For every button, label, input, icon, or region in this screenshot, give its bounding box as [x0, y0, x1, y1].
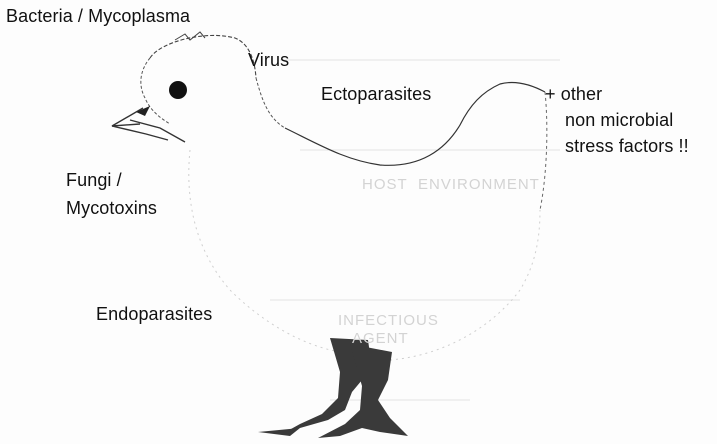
bleed-through-lines [270, 60, 560, 400]
label-other-line2: non microbial [565, 108, 673, 133]
ghost-agent: AGENT [352, 330, 409, 347]
beak [112, 108, 185, 142]
label-virus: Virus [248, 48, 289, 73]
label-ectoparasites: Ectoparasites [321, 82, 431, 107]
label-mycotoxins: Mycotoxins [66, 196, 157, 221]
neck-outline [256, 78, 285, 128]
eye-dot [169, 81, 187, 99]
label-bacteria-mycoplasma: Bacteria / Mycoplasma [6, 4, 190, 29]
ghost-environment: ENVIRONMENT [418, 176, 540, 193]
chick-feet [258, 338, 408, 438]
label-endoparasites: Endoparasites [96, 302, 212, 327]
head-outline [150, 35, 256, 78]
tail-outline [540, 92, 547, 210]
label-other-line1: + other [545, 82, 602, 107]
label-fungi: Fungi / [66, 168, 122, 193]
label-other-line3: stress factors !! [565, 134, 689, 159]
belly-outline [390, 210, 540, 360]
ghost-host: HOST [362, 176, 408, 193]
ghost-infectious: INFECTIOUS [338, 312, 439, 329]
